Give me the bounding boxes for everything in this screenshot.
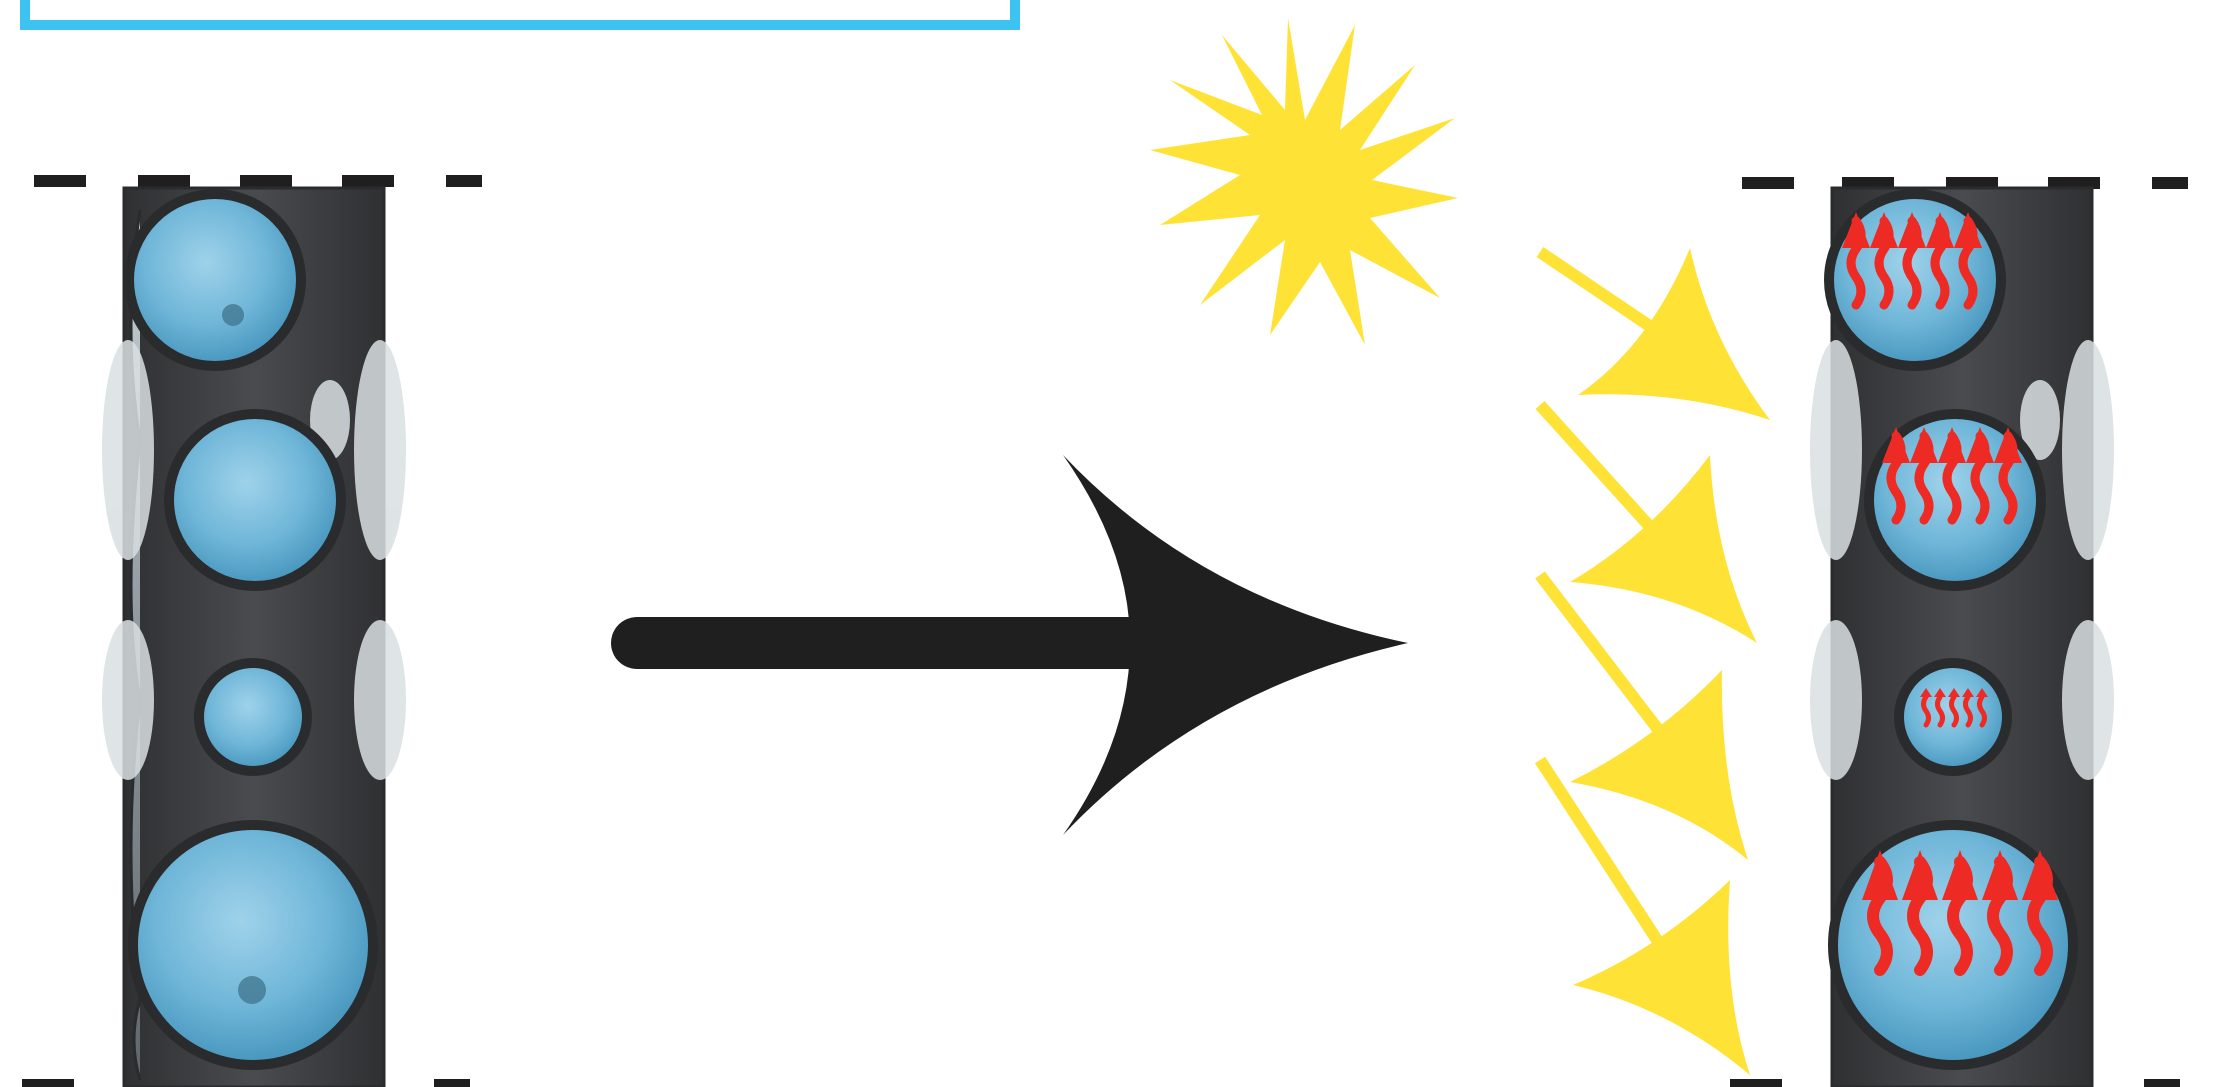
sun-ray-arrow-icon [1540,248,1770,420]
water-pore [169,414,341,586]
sun-icon [1150,18,1458,345]
sun-rays [1540,248,1770,1075]
water-pore [199,663,307,771]
water-pore [1899,663,2007,771]
water-pore [133,825,373,1065]
sun-ray-arrow-icon [1540,405,1757,643]
panel-after [1730,177,2188,1087]
water-pore [129,194,301,366]
right-arrow-icon [637,455,1408,835]
cut-marks-top [34,175,482,187]
panel-before [22,175,482,1087]
